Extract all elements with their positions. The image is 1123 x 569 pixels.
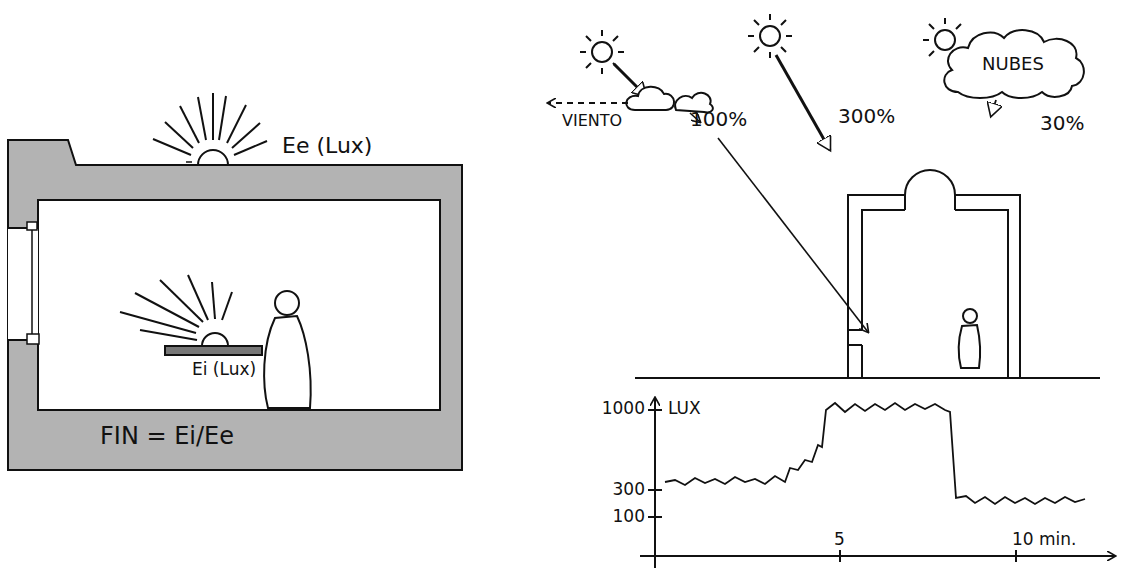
person-figure — [264, 291, 311, 408]
text-label: 300% — [838, 105, 895, 127]
text-label: 10 min. — [1012, 530, 1077, 549]
interior-sensor — [120, 275, 262, 355]
text-label: Ee (Lux) — [282, 134, 372, 158]
building-section — [8, 140, 462, 470]
cloud-shape: NUBES — [938, 24, 1088, 100]
text-label: 30% — [1040, 112, 1084, 134]
sky-sketch — [548, 14, 996, 332]
text-label: 5 — [834, 530, 845, 549]
cloud-label: NUBES — [982, 54, 1044, 74]
text-label: VIENTO — [562, 112, 622, 130]
text-label: Ei (Lux) — [192, 360, 256, 379]
lux-chart — [640, 398, 1115, 568]
text-label: 100 — [613, 507, 645, 526]
text-label: FIN = Ei/Ee — [100, 423, 234, 449]
exterior-sensor — [153, 93, 267, 165]
text-label: 1000 — [602, 399, 645, 418]
text-label: 300 — [613, 480, 645, 499]
building-sketch — [635, 170, 1100, 378]
text-label: LUX — [668, 399, 701, 418]
text-label: 100% — [690, 108, 747, 130]
